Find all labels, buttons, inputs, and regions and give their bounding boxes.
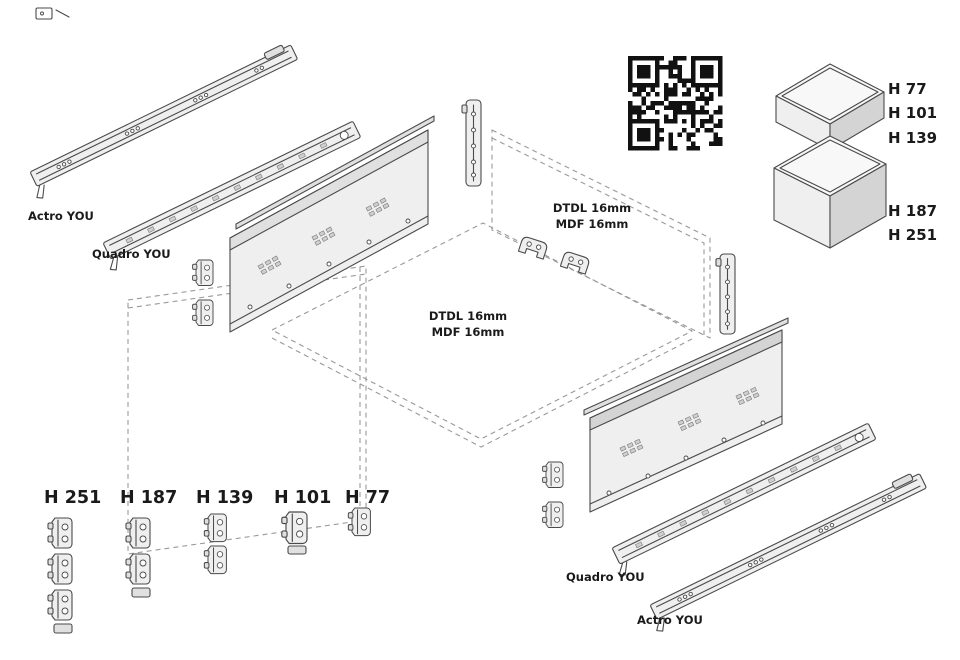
qr-code [624, 52, 727, 155]
front-bracket-h101: H 101 [274, 488, 331, 555]
shallow-box-height-1: H 77 [888, 80, 927, 98]
front-bracket-h187: H 187 [120, 488, 177, 598]
lower-panel-front-clip-1 [542, 461, 564, 488]
bottom-panel-dashed: DTDL 16mm MDF 16mm [271, 222, 693, 448]
corner-pictogram [35, 7, 70, 20]
upper-panel-front-clip-1 [192, 259, 214, 286]
actro-rail-bottom [643, 469, 933, 634]
front-bracket-h251-label: H 251 [44, 488, 101, 508]
quadro-rail-bottom-label: Quadro YOU [566, 570, 645, 584]
front-bracket-h77-label: H 77 [345, 488, 390, 508]
rear-panel-connector-right [715, 253, 736, 335]
deep-box-height-2: H 251 [888, 226, 937, 244]
actro-rail-bottom-label: Actro YOU [637, 613, 703, 627]
drawer-box-deep: H 187 H 251 [773, 135, 937, 249]
front-bracket-h139: H 139 [196, 488, 253, 575]
front-bracket-h101-label: H 101 [274, 488, 331, 508]
front-bracket-h251: H 251 [44, 488, 101, 634]
rear-panel-clamp-right [559, 250, 591, 275]
front-bracket-h77: H 77 [345, 488, 390, 537]
lower-drawer-side-panel [542, 317, 789, 528]
rear-panel-material-1: DTDL 16mm [553, 201, 631, 215]
rear-panel-clamp-left [517, 235, 549, 260]
front-bracket-h187-label: H 187 [120, 488, 177, 508]
lower-panel-front-clip-2 [542, 501, 564, 528]
front-bracket-h139-label: H 139 [196, 488, 253, 508]
deep-box-height-1: H 187 [888, 202, 937, 220]
shallow-box-height-2: H 101 [888, 104, 937, 122]
rear-panel-material-2: MDF 16mm [556, 217, 629, 231]
rear-panel-dashed: DTDL 16mm MDF 16mm [491, 129, 711, 339]
shallow-box-height-3: H 139 [888, 129, 937, 147]
bottom-panel-material-1: DTDL 16mm [429, 309, 507, 323]
quadro-rail-top-label: Quadro YOU [92, 247, 171, 261]
upper-panel-front-clip-2 [192, 299, 214, 326]
actro-rail-top-label: Actro YOU [28, 209, 94, 223]
rear-panel-connector-left [461, 99, 482, 187]
upper-drawer-side-panel [192, 115, 435, 333]
drawer-box-shallow: H 77 H 101 H 139 [775, 63, 937, 151]
bottom-panel-material-2: MDF 16mm [432, 325, 505, 339]
